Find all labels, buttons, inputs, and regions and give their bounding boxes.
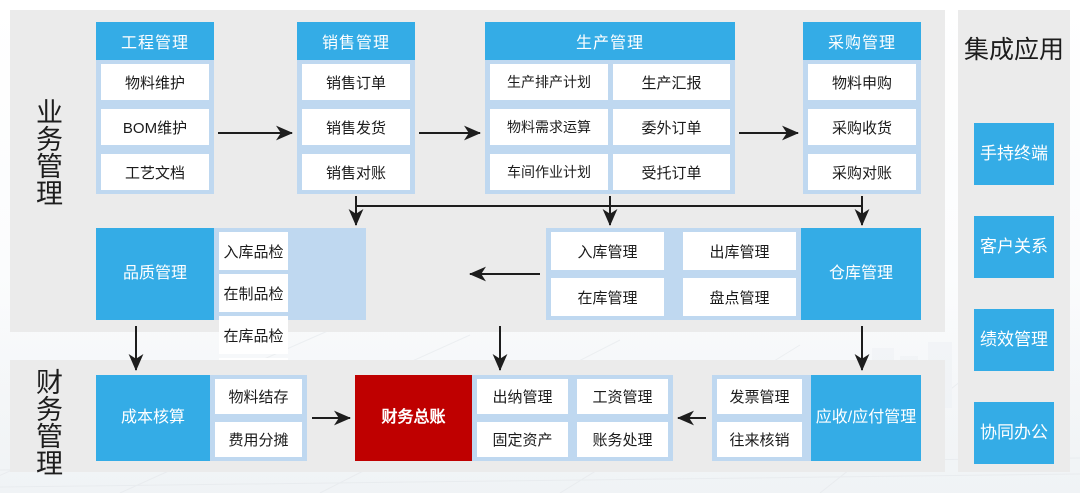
group-purchasing-body: 物料申购 采购收货 采购对账 bbox=[803, 60, 921, 194]
integration-button-crm[interactable]: 客户关系 bbox=[974, 216, 1054, 278]
module-item[interactable]: 固定资产 bbox=[477, 422, 568, 457]
group-cost-accounting-items: 物料结存 费用分摊 bbox=[210, 375, 307, 461]
group-sales: 销售管理 销售订单 销售发货 销售对账 bbox=[297, 22, 415, 194]
group-ar-ap-block[interactable]: 应收/应付管理 bbox=[811, 375, 921, 461]
group-warehouse: 入库管理 出库管理 在库管理 盘点管理 仓库管理 bbox=[546, 228, 921, 320]
group-general-ledger-items: 出纳管理 工资管理 固定资产 账务处理 bbox=[472, 375, 673, 461]
module-item[interactable]: 盘点管理 bbox=[683, 278, 796, 316]
group-production-header[interactable]: 生产管理 bbox=[485, 22, 735, 60]
module-item[interactable]: 账务处理 bbox=[577, 422, 668, 457]
module-item[interactable]: 销售订单 bbox=[302, 64, 410, 100]
module-item[interactable]: 生产汇报 bbox=[613, 64, 730, 100]
group-engineering-header[interactable]: 工程管理 bbox=[96, 22, 214, 60]
module-item[interactable]: 在库品检 bbox=[219, 316, 288, 354]
group-engineering: 工程管理 物料维护 BOM维护 工艺文档 bbox=[96, 22, 214, 194]
module-item[interactable]: 费用分摊 bbox=[215, 422, 302, 457]
group-warehouse-items: 入库管理 出库管理 在库管理 盘点管理 bbox=[546, 228, 801, 320]
finance-management-label: 财务管理 bbox=[32, 368, 62, 476]
module-item[interactable]: 委外订单 bbox=[613, 109, 730, 145]
module-item[interactable]: 生产排产计划 bbox=[490, 64, 608, 100]
integration-button-performance[interactable]: 绩效管理 bbox=[974, 309, 1054, 371]
module-item[interactable]: 物料结存 bbox=[215, 379, 302, 414]
group-ar-ap-items: 发票管理 往来核销 bbox=[712, 375, 811, 461]
group-purchasing-header[interactable]: 采购管理 bbox=[803, 22, 921, 60]
module-item[interactable]: 出库管理 bbox=[683, 232, 796, 270]
group-quality-block[interactable]: 品质管理 bbox=[96, 228, 214, 320]
group-cost-accounting-block[interactable]: 成本核算 bbox=[96, 375, 210, 461]
group-quality: 品质管理 入库品检 在制品检 在库品检 客户投诉 bbox=[96, 228, 366, 396]
module-item[interactable]: 采购对账 bbox=[808, 154, 916, 190]
module-item[interactable]: 入库品检 bbox=[219, 232, 288, 270]
module-item[interactable]: 往来核销 bbox=[717, 422, 802, 457]
integration-button-handheld[interactable]: 手持终端 bbox=[974, 123, 1054, 185]
module-item[interactable]: 销售对账 bbox=[302, 154, 410, 190]
group-sales-header[interactable]: 销售管理 bbox=[297, 22, 415, 60]
module-item[interactable]: 物料维护 bbox=[101, 64, 209, 100]
group-quality-items: 入库品检 在制品检 在库品检 客户投诉 bbox=[214, 228, 366, 396]
module-item[interactable]: 工艺文档 bbox=[101, 154, 209, 190]
module-item[interactable]: 工资管理 bbox=[577, 379, 668, 414]
group-sales-body: 销售订单 销售发货 销售对账 bbox=[297, 60, 415, 194]
group-engineering-body: 物料维护 BOM维护 工艺文档 bbox=[96, 60, 214, 194]
group-production: 生产管理 生产排产计划 生产汇报 物料需求运算 委外订单 车间作业计划 受托订单 bbox=[485, 22, 735, 194]
group-ar-ap: 发票管理 往来核销 应收/应付管理 bbox=[712, 375, 921, 461]
group-cost-accounting: 成本核算 物料结存 费用分摊 bbox=[96, 375, 307, 461]
integration-panel: 集成应用 手持终端 客户关系 绩效管理 协同办公 bbox=[958, 10, 1070, 472]
module-item[interactable]: 出纳管理 bbox=[477, 379, 568, 414]
group-production-body: 生产排产计划 生产汇报 物料需求运算 委外订单 车间作业计划 受托订单 bbox=[485, 60, 735, 194]
business-management-label: 业务管理 bbox=[32, 98, 62, 206]
module-item[interactable]: 车间作业计划 bbox=[490, 154, 608, 190]
module-item[interactable]: 入库管理 bbox=[551, 232, 664, 270]
integration-title: 集成应用 bbox=[963, 36, 1064, 64]
module-item[interactable]: 物料申购 bbox=[808, 64, 916, 100]
module-item[interactable]: 在库管理 bbox=[551, 278, 664, 316]
module-item[interactable]: 在制品检 bbox=[219, 274, 288, 312]
group-warehouse-block[interactable]: 仓库管理 bbox=[801, 228, 921, 320]
group-general-ledger-block[interactable]: 财务总账 bbox=[355, 375, 472, 461]
module-item[interactable]: 采购收货 bbox=[808, 109, 916, 145]
module-item[interactable]: BOM维护 bbox=[101, 109, 209, 145]
module-item[interactable]: 物料需求运算 bbox=[490, 109, 608, 145]
group-purchasing: 采购管理 物料申购 采购收货 采购对账 bbox=[803, 22, 921, 194]
integration-button-collaboration[interactable]: 协同办公 bbox=[974, 402, 1054, 464]
module-item[interactable]: 受托订单 bbox=[613, 154, 730, 190]
module-item[interactable]: 销售发货 bbox=[302, 109, 410, 145]
module-item[interactable]: 发票管理 bbox=[717, 379, 802, 414]
group-general-ledger: 财务总账 出纳管理 工资管理 固定资产 账务处理 bbox=[355, 375, 673, 461]
